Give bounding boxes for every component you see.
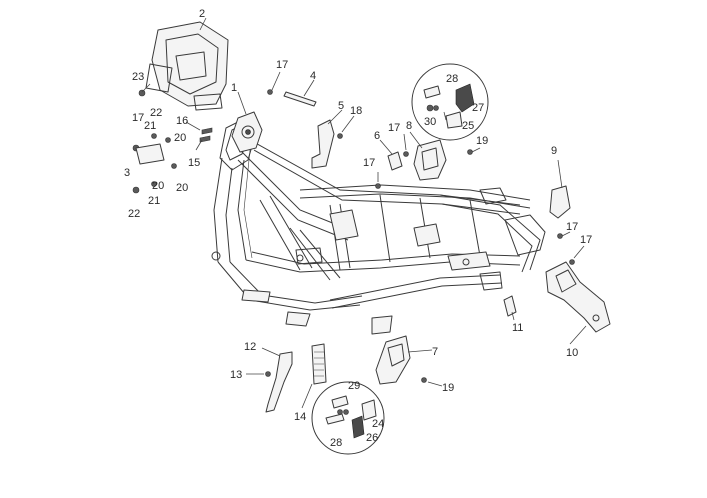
callout-17-d: 17 (363, 157, 375, 169)
callout-28-a: 28 (446, 73, 458, 85)
callout-18: 18 (350, 105, 362, 117)
callout-11: 11 (512, 322, 523, 334)
callout-22-a: 22 (150, 107, 162, 119)
callout-20-a: 20 (174, 132, 186, 144)
callout-4: 4 (310, 70, 316, 82)
callout-23: 23 (132, 71, 144, 83)
callout-20-b: 20 (152, 180, 164, 192)
part-9-rear-bracket (549, 159, 571, 219)
detail-circle-upper (411, 63, 489, 141)
detail-circle-lower (311, 381, 385, 455)
part-7-footrest-plate (375, 335, 433, 385)
main-frame (211, 117, 546, 335)
callout-14: 14 (294, 411, 306, 423)
part-12-side-stand (261, 347, 293, 413)
callout-22-b: 22 (128, 208, 140, 220)
callout-6: 6 (374, 130, 380, 142)
part-14-footpeg (301, 343, 327, 409)
part-5-bracket (311, 109, 343, 169)
callout-7: 7 (432, 346, 438, 358)
part-1-steering-bracket (231, 91, 263, 153)
callout-26: 26 (366, 432, 378, 444)
callout-3: 3 (124, 167, 130, 179)
part-10-rear-plate (545, 261, 611, 345)
part-2-front-bracket (145, 17, 229, 111)
part-4-rod (283, 79, 317, 107)
callout-25: 25 (462, 120, 474, 132)
callout-10: 10 (566, 347, 578, 359)
callout-28-b: 28 (330, 437, 342, 449)
callout-2: 2 (199, 8, 205, 20)
part-8-footrest-bracket (409, 131, 447, 181)
part-6-clip (379, 139, 403, 171)
callout-29: 29 (348, 380, 360, 392)
callout-16: 16 (176, 115, 188, 127)
callout-12: 12 (244, 341, 256, 353)
callout-21-b: 21 (148, 195, 160, 207)
callout-27: 27 (472, 102, 484, 114)
callout-20-c: 20 (176, 182, 188, 194)
callout-19-b: 19 (442, 382, 454, 394)
callout-17-e: 17 (566, 221, 578, 233)
upper-rail-left (249, 139, 521, 206)
callout-17-f: 17 (580, 234, 592, 246)
callout-13: 13 (230, 369, 242, 381)
callout-24: 24 (372, 418, 384, 430)
callout-17-a: 17 (276, 59, 288, 71)
callout-19-a: 19 (476, 135, 488, 147)
callout-21-a: 21 (144, 120, 156, 132)
callout-17-c: 17 (388, 122, 400, 134)
callout-17-b: 17 (132, 112, 144, 124)
callout-labels: 1 2 3 4 5 6 7 8 9 10 11 12 13 14 15 16 1… (124, 8, 592, 449)
callout-1: 1 (231, 82, 237, 94)
callout-9: 9 (551, 145, 557, 157)
callout-15: 15 (188, 157, 200, 169)
callout-5: 5 (338, 100, 344, 112)
callout-8: 8 (406, 120, 412, 132)
callout-30: 30 (424, 116, 436, 128)
center-bracket (329, 209, 359, 241)
hardware-fasteners (132, 71, 585, 387)
part-11-pin (503, 295, 517, 321)
